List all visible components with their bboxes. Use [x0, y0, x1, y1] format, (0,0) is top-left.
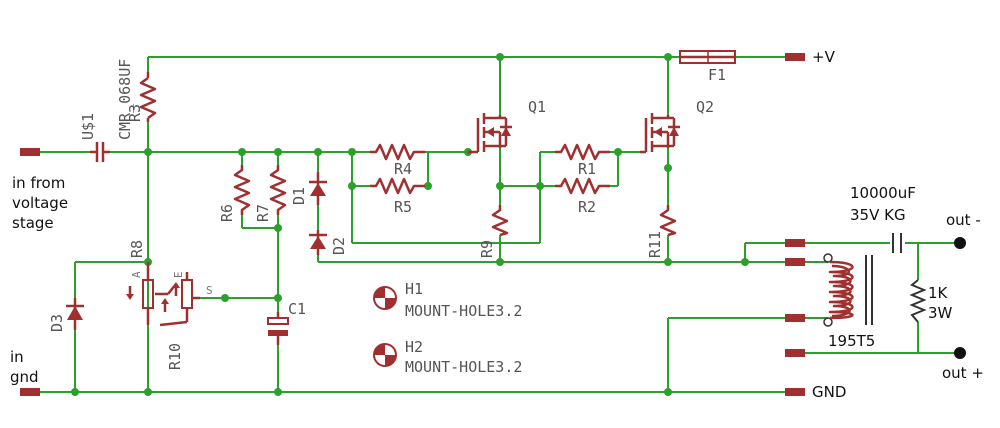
junctions — [71, 53, 749, 396]
d3-label: D3 — [48, 314, 66, 332]
resistor-1k — [909, 279, 927, 323]
resistor-r6 — [233, 165, 251, 215]
r6-label: R6 — [218, 204, 236, 222]
mosfet-q1 — [468, 113, 512, 154]
plus-v-label: +V — [812, 48, 836, 66]
mount-hole-h2 — [373, 343, 397, 367]
input-label-line3: stage — [12, 214, 54, 232]
diode-d3 — [66, 298, 84, 330]
transformer-pad-4 — [785, 349, 805, 357]
resistor-r7 — [269, 165, 287, 215]
r2-label: R2 — [578, 198, 596, 216]
out-minus-label: out - — [946, 211, 981, 229]
cap-value-line2: 35V KG — [850, 206, 906, 224]
q1-label: Q1 — [528, 98, 546, 116]
input-label-line2: voltage — [12, 194, 68, 212]
mosfet-q2 — [640, 113, 680, 154]
capacitor-us1 — [90, 142, 110, 162]
us1-value: CMR_068UF — [116, 59, 134, 140]
r4-label: R4 — [394, 160, 412, 178]
gnd-input-pad — [20, 388, 40, 396]
transformer-label: 195T5 — [828, 332, 875, 350]
transformer-pad-2 — [785, 258, 805, 266]
r3-label: R3 — [126, 104, 144, 122]
r11-label: R11 — [646, 231, 664, 258]
gnd-input-label-line1: in — [10, 348, 24, 366]
gnd-label: GND — [812, 383, 846, 401]
r7-label: R7 — [254, 204, 272, 222]
out-minus-terminal[interactable] — [954, 237, 966, 249]
resistor-r11 — [659, 205, 677, 237]
h1-value: MOUNT-HOLE3.2 — [405, 302, 522, 320]
fuse-f1 — [679, 50, 736, 64]
h1-label: H1 — [405, 280, 423, 298]
res-value-line1: 1K — [928, 284, 949, 302]
cap-value-line1: 10000uF — [850, 184, 916, 202]
input-label-line1: in from — [12, 174, 65, 192]
res-value-line2: 3W — [928, 304, 953, 322]
resistor-r1 — [555, 143, 610, 161]
transformer-pad-1 — [785, 239, 805, 247]
q2-label: Q2 — [696, 98, 714, 116]
h2-value: MOUNT-HOLE3.2 — [405, 358, 522, 376]
resistor-r2 — [555, 177, 610, 195]
resistor-r5 — [370, 177, 425, 195]
resistor-r3 — [139, 72, 157, 122]
out-plus-label: out + — [942, 364, 984, 382]
transformer-pad-3 — [785, 314, 805, 322]
r5-label: R5 — [394, 198, 412, 216]
diode-d1 — [309, 172, 327, 205]
r10-label: R10 — [166, 343, 184, 370]
capacitor-c1 — [267, 312, 289, 345]
pot-pin-e-label: E — [172, 271, 185, 278]
transformer-195t5 — [823, 253, 873, 327]
r1-label: R1 — [578, 160, 596, 178]
mount-hole-h1 — [373, 286, 397, 310]
f1-label: F1 — [708, 66, 726, 84]
c1-label: C1 — [288, 300, 306, 318]
r9-label: R9 — [478, 240, 496, 258]
potentiometer-r8-r10 — [126, 262, 200, 327]
capacitor-output — [892, 233, 902, 253]
plus-v-pad — [785, 53, 805, 61]
gnd-pad — [785, 388, 805, 396]
d1-label: D1 — [290, 187, 308, 205]
input-pad — [20, 148, 40, 156]
pot-pin-a-label: A — [130, 271, 143, 278]
us1-label: U$1 — [79, 113, 97, 140]
d2-label: D2 — [330, 237, 348, 255]
resistor-r9 — [491, 205, 509, 237]
resistor-r4 — [370, 143, 425, 161]
gnd-input-label-line2: gnd — [10, 368, 39, 386]
h2-label: H2 — [405, 338, 423, 356]
diode-d2 — [309, 230, 327, 255]
r8-label: R8 — [128, 240, 146, 258]
pot-wiper-label: S — [206, 284, 213, 297]
out-plus-terminal[interactable] — [954, 347, 966, 359]
